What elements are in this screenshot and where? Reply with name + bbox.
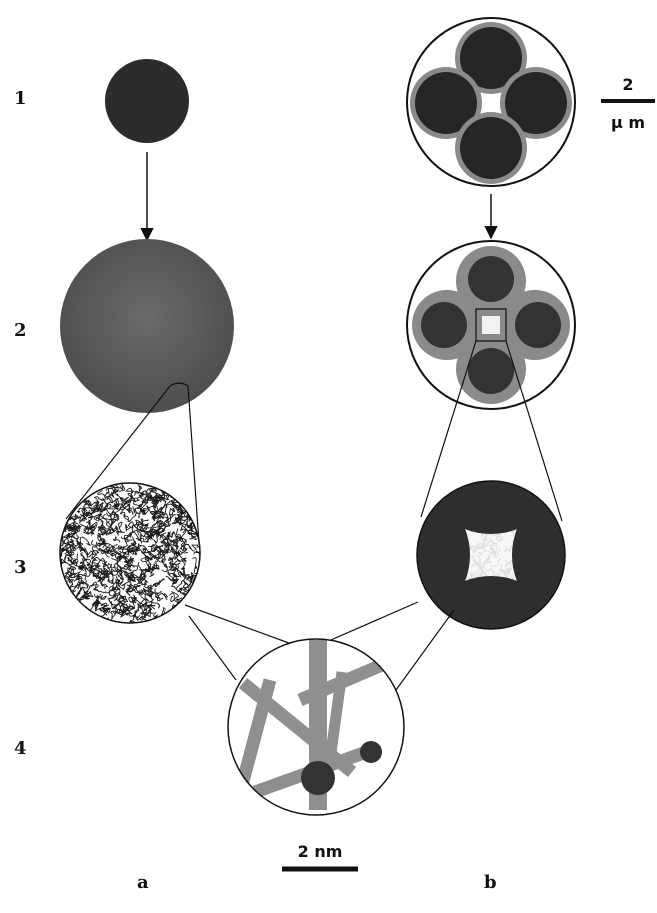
nano-scale-bar: 2 nm: [282, 842, 358, 869]
nano-scale-label: 2 nm: [298, 842, 343, 861]
particle-a2: [60, 239, 234, 413]
micro-scale-value: 2: [622, 75, 633, 94]
row-label-3: 3: [14, 557, 27, 578]
row-label-1: 1: [14, 88, 27, 109]
fiber-closeup-4: [228, 639, 404, 815]
network-zoom-a3: [51, 479, 207, 627]
micro-scale-unit: μ m: [611, 113, 645, 132]
particle-cluster-b2: [407, 241, 575, 409]
column-label-b: b: [484, 872, 497, 893]
row-label-2: 2: [14, 320, 27, 341]
particle-a1: [105, 59, 189, 143]
row-label-4: 4: [14, 738, 27, 759]
particle-cluster-b1: [407, 18, 575, 186]
column-label-a: a: [137, 872, 149, 893]
micro-scale-bar: 2 μ m: [601, 75, 655, 132]
